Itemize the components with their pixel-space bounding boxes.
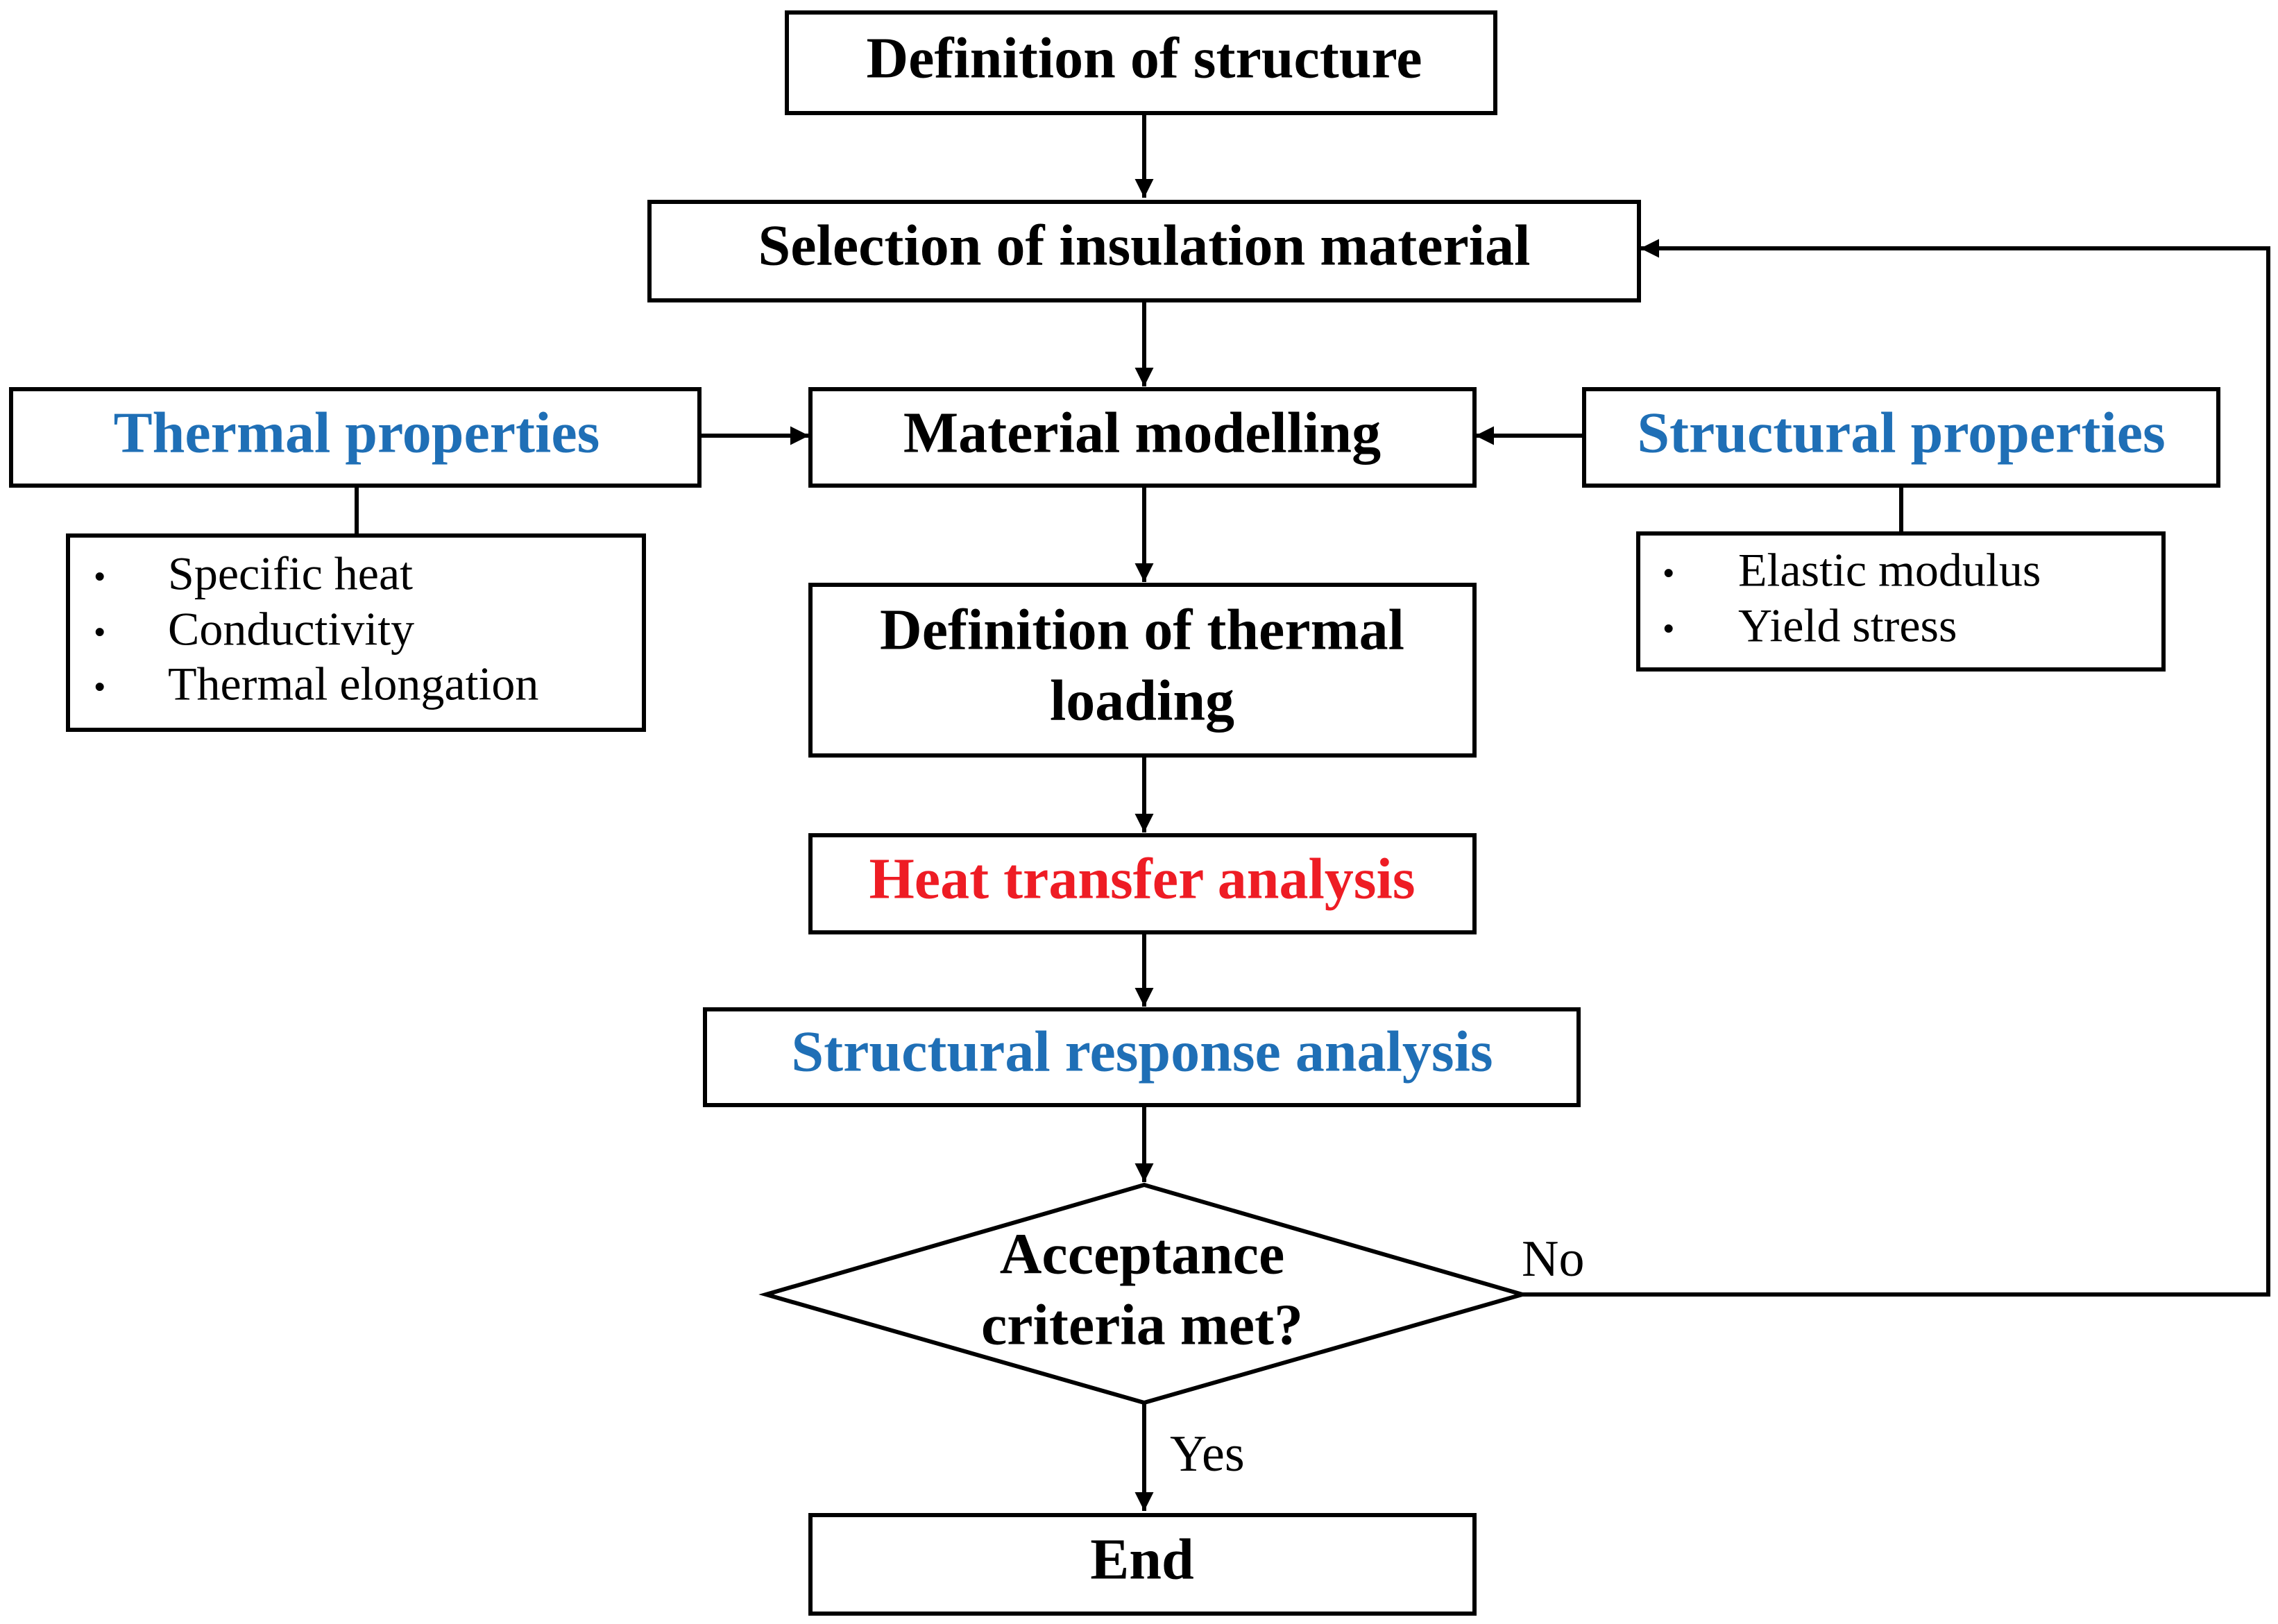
node-thermal-loading-label-line1: Definition of thermal — [880, 597, 1404, 662]
bullet-icon: • — [1663, 612, 1674, 646]
node-end: End — [808, 1513, 1477, 1616]
bullet-icon: • — [94, 560, 105, 594]
edge-label-yes: Yes — [1170, 1426, 1245, 1482]
node-definition-of-structure: Definition of structure — [785, 10, 1497, 115]
node-definition-of-structure-label: Definition of structure — [867, 26, 1422, 90]
structural-item-yield-stress: Yield stress — [1738, 599, 1957, 652]
structural-properties-list: • Elastic modulus • Yield stress — [1636, 531, 2166, 672]
node-end-label: End — [1090, 1527, 1193, 1591]
decision-acceptance-criteria: Acceptance criteria met? — [758, 1182, 1530, 1405]
node-material-modelling-label: Material modelling — [903, 400, 1381, 465]
bullet-icon: • — [94, 670, 105, 704]
thermal-item-specific-heat: Specific heat — [168, 547, 413, 600]
node-selection-label: Selection of insulation material — [758, 213, 1531, 277]
node-structural-properties-label: Structural properties — [1637, 400, 2165, 465]
node-structural-properties: Structural properties — [1582, 387, 2220, 488]
node-heat-transfer-analysis: Heat transfer analysis — [808, 833, 1477, 934]
node-definition-of-thermal-loading: Definition of thermal loading — [808, 583, 1477, 758]
decision-label-line2: criteria met? — [981, 1292, 1303, 1357]
decision-label-line1: Acceptance — [1000, 1222, 1284, 1286]
node-thermal-properties-label: Thermal properties — [114, 400, 600, 465]
thermal-properties-list: • Specific heat • Conductivity • Thermal… — [66, 533, 646, 732]
node-thermal-properties: Thermal properties — [9, 387, 702, 488]
connectors — [355, 113, 2270, 1511]
thermal-item-thermal-elongation: Thermal elongation — [168, 658, 538, 710]
node-heat-transfer-label: Heat transfer analysis — [869, 846, 1415, 911]
thermal-item-conductivity: Conductivity — [168, 603, 414, 656]
bullet-icon: • — [94, 615, 105, 649]
bullet-icon: • — [1663, 556, 1674, 590]
node-structural-response-analysis: Structural response analysis — [703, 1007, 1581, 1107]
node-thermal-loading-label-line2: loading — [1050, 668, 1234, 733]
edge-label-no: No — [1522, 1231, 1584, 1288]
loop-no-to-selection — [1522, 239, 2270, 1297]
structural-item-elastic-modulus: Elastic modulus — [1738, 544, 2041, 597]
node-selection-of-insulation-material: Selection of insulation material — [647, 200, 1641, 302]
node-structural-response-label: Structural response analysis — [791, 1019, 1493, 1084]
node-material-modelling: Material modelling — [808, 387, 1477, 488]
